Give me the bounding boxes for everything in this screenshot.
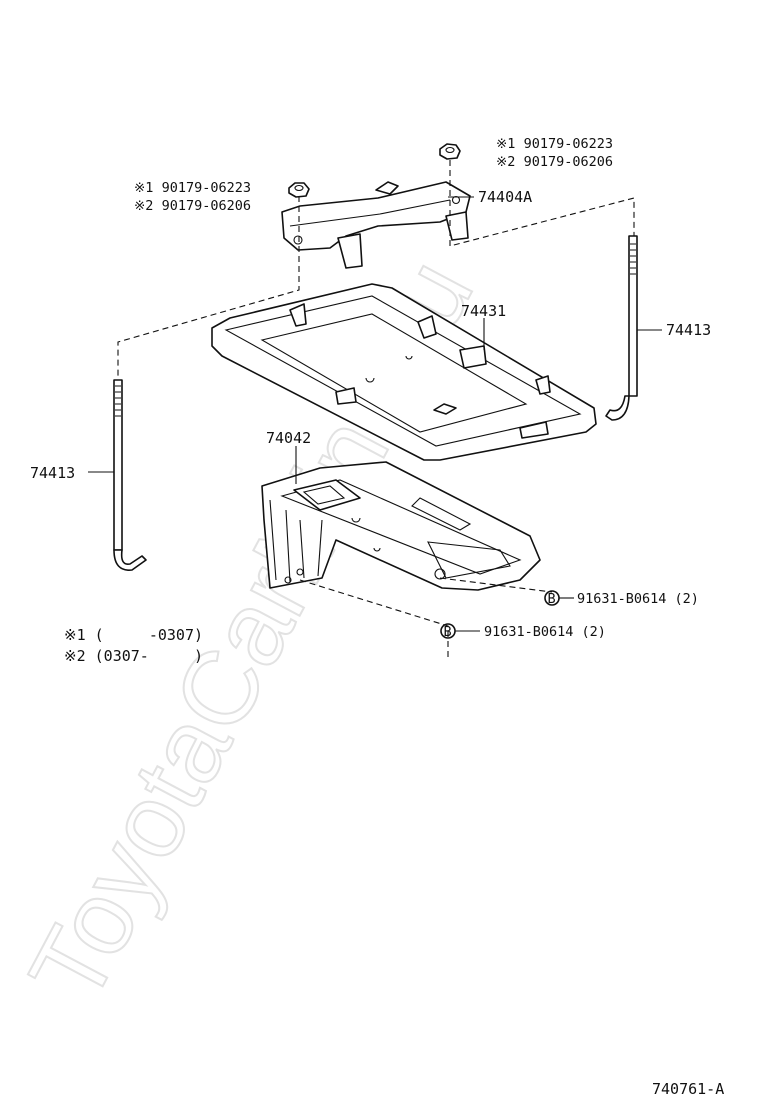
note-2: ※2 (0307- ) [64, 647, 203, 665]
label-bolt-left: 91631-B0614 (2) [484, 624, 606, 640]
bolt-symbol-right-text: B [548, 591, 556, 607]
label-nut-left-2: ※2 90179-06206 [134, 198, 251, 214]
label-rod-left: 74413 [30, 464, 75, 482]
label-clamp: 74404A [478, 188, 532, 206]
battery-carrier [261, 461, 541, 591]
battery-tray [211, 283, 597, 461]
note-1: ※1 ( -0307) [64, 626, 203, 644]
leader-lines [88, 196, 662, 632]
label-nut-left-1: ※1 90179-06223 [134, 180, 251, 196]
assembly-lines [117, 160, 635, 660]
hook-rod-left [113, 379, 147, 571]
battery-clamp [281, 181, 471, 269]
hook-rod-right [605, 235, 638, 421]
label-nut-right-1: ※1 90179-06223 [496, 136, 613, 152]
label-nut-right-2: ※2 90179-06206 [496, 154, 613, 170]
label-carrier: 74042 [266, 429, 311, 447]
nut-right [439, 143, 461, 160]
illustration-code: 740761-A [652, 1080, 724, 1098]
label-tray: 74431 [461, 302, 506, 320]
label-rod-right: 74413 [666, 321, 711, 339]
label-bolt-right: 91631-B0614 (2) [577, 591, 699, 607]
nut-left [288, 182, 310, 198]
bolt-symbol-right: B [544, 590, 560, 607]
